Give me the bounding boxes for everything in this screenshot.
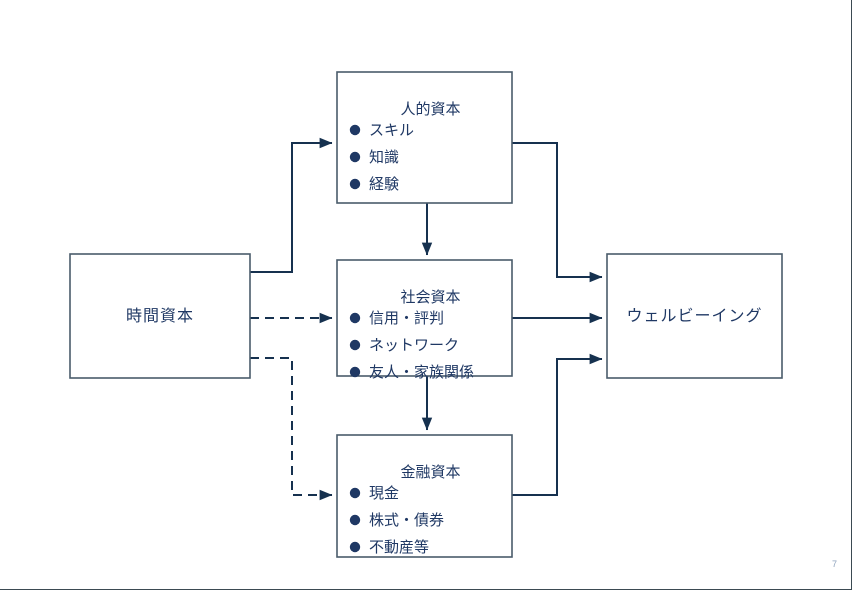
bullet-marker-icon xyxy=(349,541,361,553)
bullet-marker-icon xyxy=(349,487,361,499)
connectors-group xyxy=(250,137,603,501)
bullet-label: 信用・評判 xyxy=(369,310,444,327)
bullet-marker-icon xyxy=(349,366,361,378)
bullet-label: スキル xyxy=(369,122,414,139)
bullet-marker-icon xyxy=(349,178,361,190)
node-label-wellbeing: ウェルビーイング xyxy=(626,307,762,325)
bullet-label: 知識 xyxy=(369,149,399,166)
connector-financial-to-wellbeing xyxy=(512,353,603,496)
bullet-label: 現金 xyxy=(369,485,399,502)
connector-time-to-financial xyxy=(250,357,333,501)
bullet-marker-icon xyxy=(349,339,361,351)
bullet-label: 不動産等 xyxy=(369,538,429,556)
node-wellbeing[interactable]: ウェルビーイング xyxy=(606,253,783,379)
page-number: 7 xyxy=(831,559,837,569)
connector-human-to-wellbeing xyxy=(512,142,603,283)
bullet-label: 経験 xyxy=(369,176,399,193)
bullet-label: 友人・家族関係 xyxy=(369,364,474,381)
node-title-social-capital: 社会資本 xyxy=(400,289,460,306)
nodes-group: 時間資本 人的資本スキル知識経験社会資本信用・評判ネットワーク友人・家族関係金融資… xyxy=(69,71,783,558)
node-title-financial-capital: 金融資本 xyxy=(400,464,460,481)
node-label-time-capital: 時間資本 xyxy=(126,307,194,325)
node-box-time-capital xyxy=(69,253,251,379)
node-time-capital[interactable]: 時間資本 xyxy=(69,253,251,379)
node-box-wellbeing xyxy=(606,253,783,379)
bullet-marker-icon xyxy=(349,124,361,136)
bullet-marker-icon xyxy=(349,514,361,526)
node-box-human-capital xyxy=(336,71,513,204)
bullet-label: ネットワーク xyxy=(369,337,459,354)
bullet-label: 株式・債券 xyxy=(369,512,444,529)
node-box-financial-capital xyxy=(336,434,513,558)
bullet-marker-icon xyxy=(349,151,361,163)
bullet-marker-icon xyxy=(349,312,361,324)
node-box-social-capital xyxy=(336,259,513,377)
connector-time-to-human xyxy=(250,137,333,273)
node-title-human-capital: 人的資本 xyxy=(400,101,460,118)
